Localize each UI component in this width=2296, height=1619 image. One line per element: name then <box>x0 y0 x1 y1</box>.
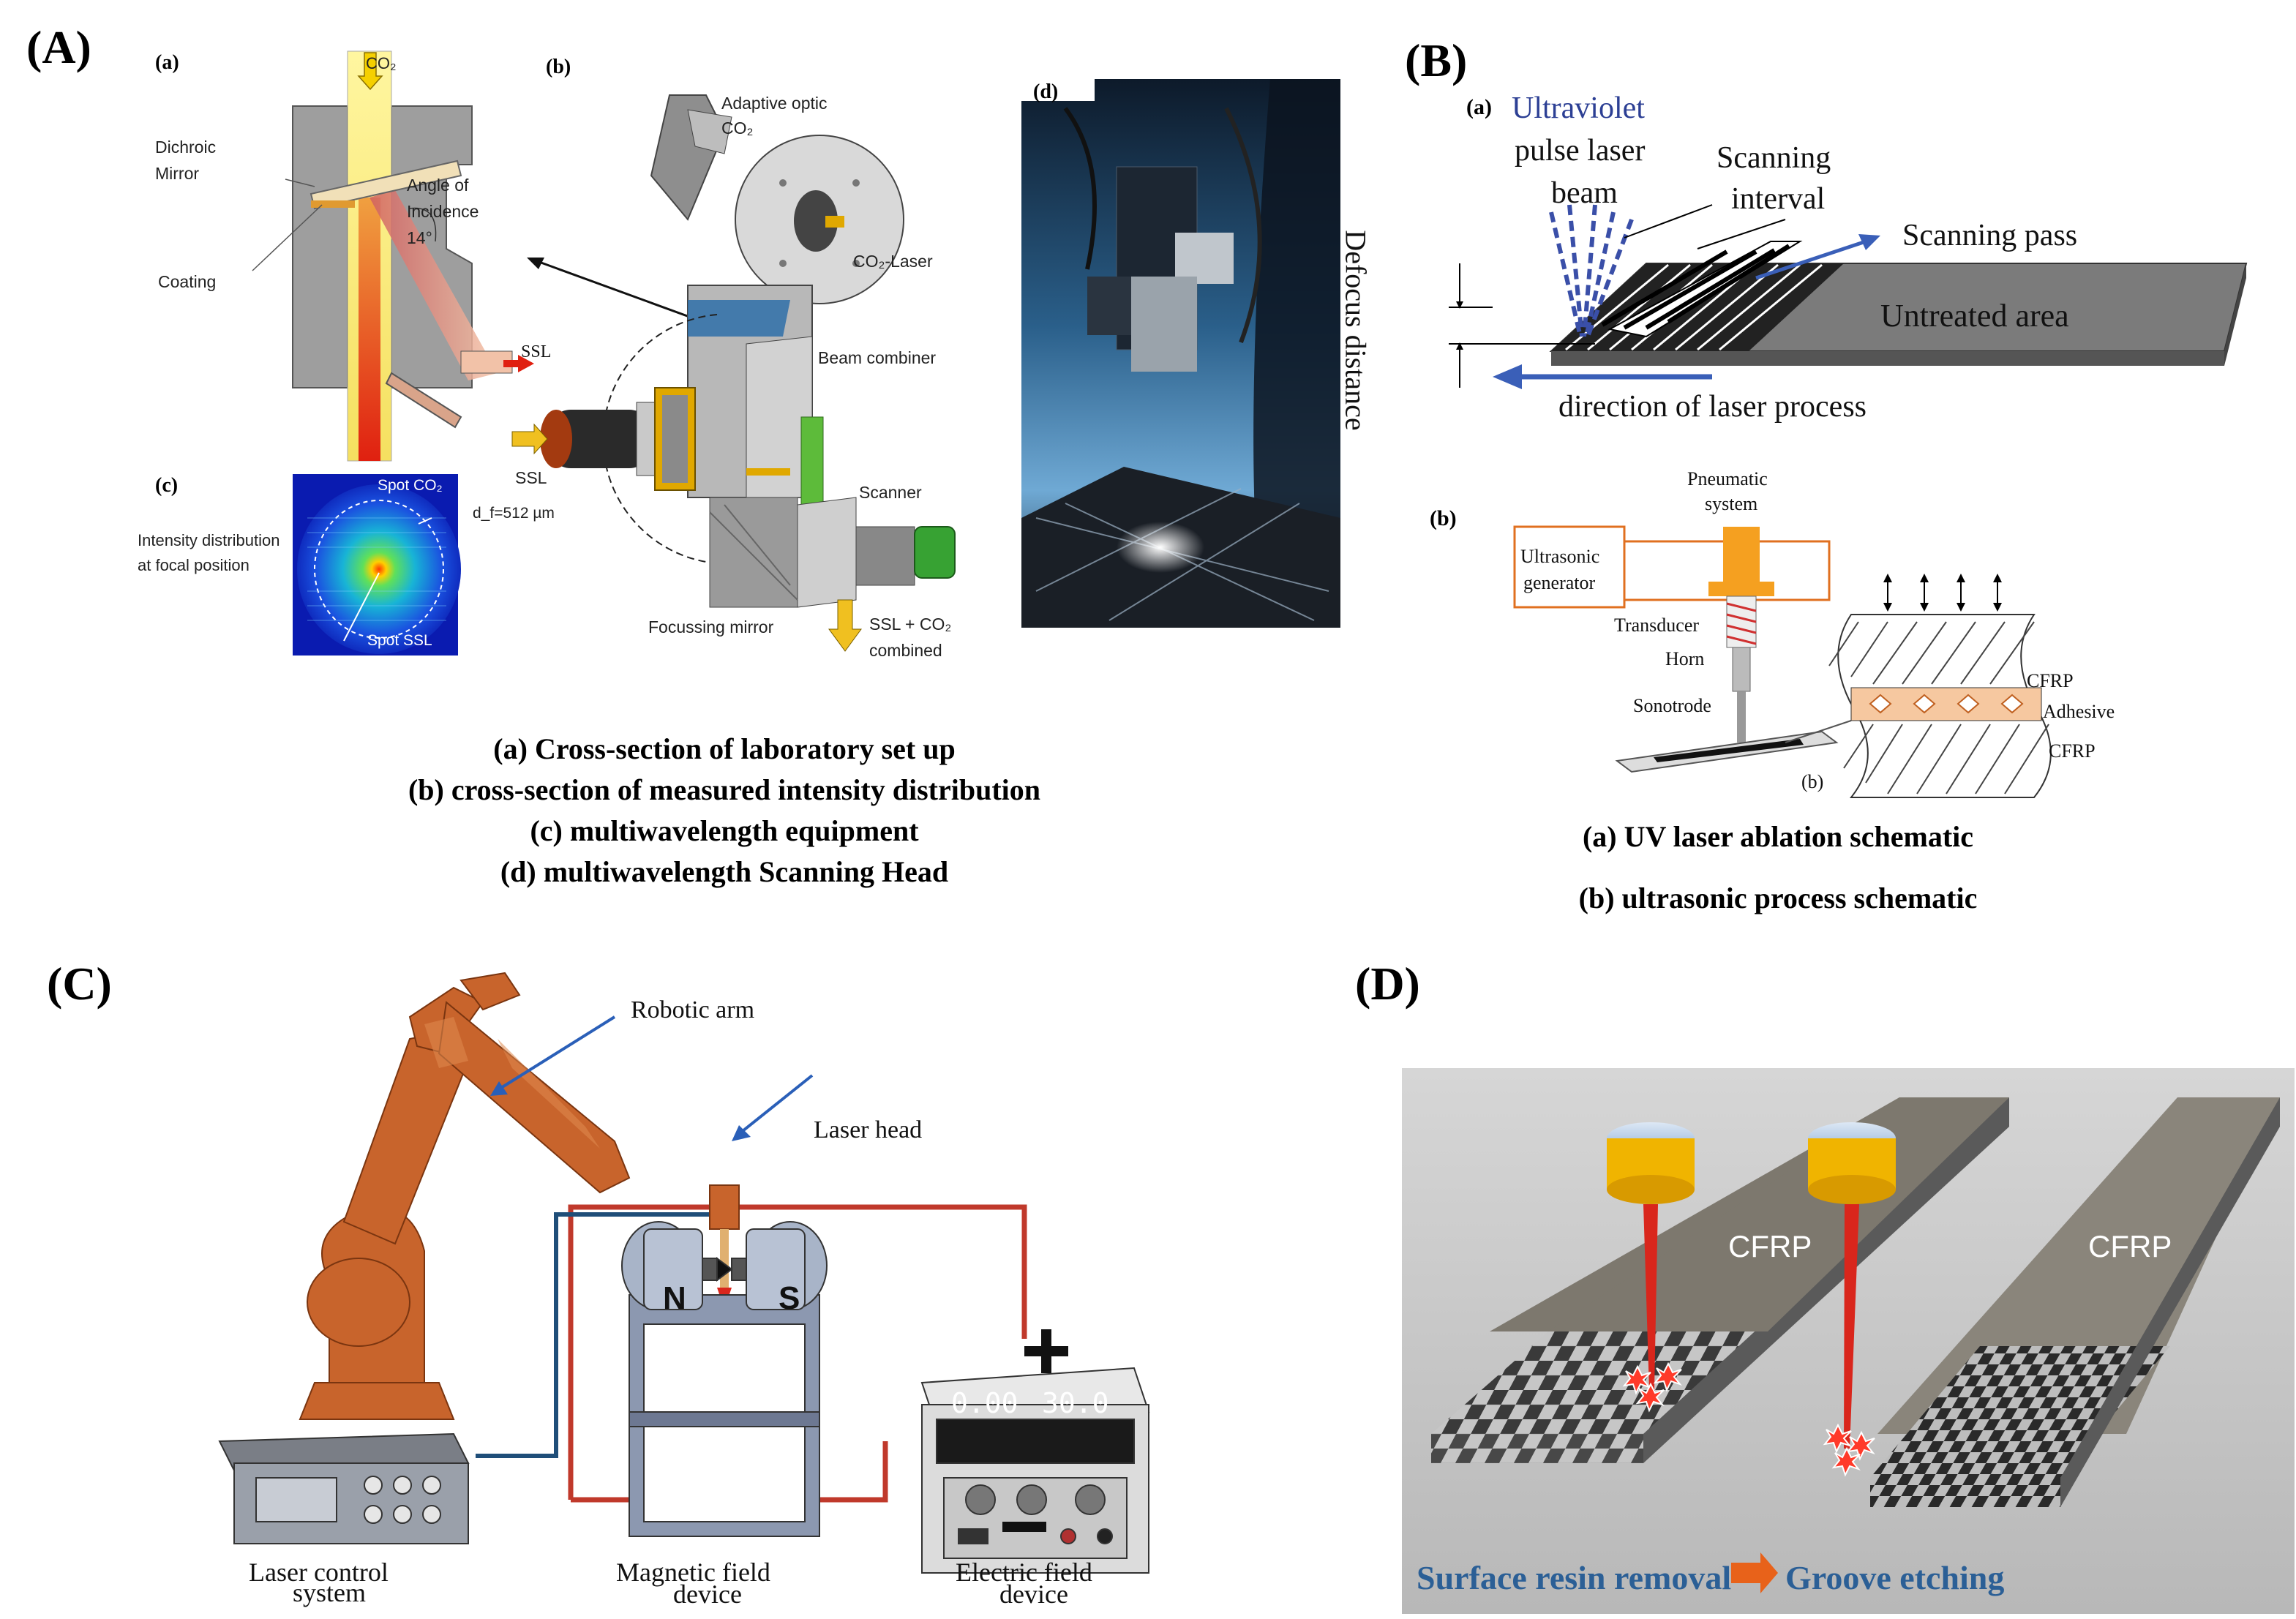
label-coating: Coating <box>158 272 217 291</box>
panel-letter-b: (B) <box>1405 34 1468 86</box>
label-adaptive-2: CO₂ <box>721 119 754 138</box>
label-angle-1: Angle of <box>407 176 469 195</box>
label-ssl-co2-1: SSL + CO₂ <box>869 615 952 634</box>
cfrp-laser-etching-render <box>1402 1068 2295 1614</box>
label-surface-resin: Surface resin removal <box>1417 1559 1732 1596</box>
label-robotic-arm: Robotic arm <box>631 996 755 1023</box>
readout-current: 0.00 <box>951 1387 1018 1419</box>
label-magnet-s: S <box>779 1280 800 1316</box>
label-laser-head: Laser head <box>814 1116 923 1143</box>
panel-b-sub-b: (b) <box>1430 506 1457 530</box>
label-adhesive: Adhesive <box>2043 701 2115 722</box>
label-magnetic-2: device <box>673 1579 742 1609</box>
label-angle-3: 14° <box>407 228 432 247</box>
label-cfrp-right: CFRP <box>2088 1229 2172 1263</box>
uv-ablation-schematic <box>1449 204 2248 389</box>
label-untreated: Untreated area <box>1880 298 2069 334</box>
label-magnetic-1: Magnetic field <box>616 1558 770 1587</box>
panel-a-sub-a: (a) <box>155 51 179 74</box>
label-transducer: Transducer <box>1614 615 1700 636</box>
label-cfrp-top: CFRP <box>2027 670 2074 691</box>
multiwavelength-equipment <box>511 94 956 652</box>
label-direction: direction of laser process <box>1558 390 1867 424</box>
readout-voltage: 30.0 <box>1042 1387 1109 1419</box>
panel-a-sub-d: (d) <box>1033 80 1059 103</box>
pointer-arrow <box>527 258 714 327</box>
label-defocus: Defocus distance <box>1339 230 1373 431</box>
label-dichroic-1: Dichroic <box>155 138 217 157</box>
label-pneumatic-1: Pneumatic <box>1687 468 1768 489</box>
label-ssl-co2-2: combined <box>869 641 942 660</box>
caption-a-1: (a) Cross-section of laboratory set up <box>493 732 956 765</box>
panel-a-sub-b: (b) <box>546 56 571 78</box>
caption-a-2: (b) cross-section of measured intensity … <box>408 773 1041 806</box>
label-co2-laser: CO₂-Laser <box>853 252 933 271</box>
label-scan-int-2: interval <box>1731 182 1826 216</box>
label-ultrasonic-1: Ultrasonic <box>1520 546 1600 567</box>
label-inner-b: (b) <box>1801 771 1824 792</box>
label-ssl-b: SSL <box>515 468 547 487</box>
label-scanning-pass: Scanning pass <box>1902 219 2078 252</box>
label-adaptive-1: Adaptive optic <box>721 94 828 113</box>
label-magnet-n: N <box>663 1280 686 1316</box>
label-laser-ctrl-2: system <box>293 1578 367 1607</box>
scanning-head-photo <box>1021 79 1340 628</box>
label-dichroic-2: Mirror <box>155 164 200 183</box>
label-intensity-1: Intensity distribution <box>138 531 280 549</box>
label-ssl-a: SSL <box>521 342 552 361</box>
label-beam-combiner: Beam combiner <box>818 348 937 367</box>
label-ultrasonic-2: generator <box>1523 572 1596 593</box>
label-electric-2: device <box>999 1579 1068 1609</box>
caption-a-4: (d) multiwavelength Scanning Head <box>500 855 949 888</box>
label-electric-1: Electric field <box>956 1558 1092 1587</box>
caption-b-1: (a) UV laser ablation schematic <box>1582 820 1974 853</box>
dichroic-mirror-diagram <box>252 50 534 462</box>
label-focusing-mirror: Focussing mirror <box>648 617 774 636</box>
label-pneumatic-2: system <box>1705 493 1758 514</box>
label-cfrp-bottom: CFRP <box>2049 740 2096 762</box>
label-spot-ssl: Spot SSL <box>367 632 432 649</box>
label-laser-ctrl-1: Laser control <box>249 1558 389 1587</box>
label-groove-etching: Groove etching <box>1785 1559 2005 1596</box>
label-df: d_f=512 µm <box>473 505 555 522</box>
label-cfrp-left: CFRP <box>1728 1229 1812 1263</box>
label-uv-3: beam <box>1551 176 1618 210</box>
ultrasonic-schematic <box>1513 525 2052 798</box>
panel-letter-a: (A) <box>26 21 91 73</box>
label-scan-int-1: Scanning <box>1717 141 1831 175</box>
caption-b-2: (b) ultrasonic process schematic <box>1578 882 1978 914</box>
panel-b-sub-a: (a) <box>1466 95 1492 119</box>
caption-a-3: (c) multiwavelength equipment <box>530 814 919 847</box>
label-horn: Horn <box>1665 648 1705 669</box>
label-uv-2: pulse laser <box>1515 134 1646 168</box>
label-uv-1: Ultraviolet <box>1512 91 1645 125</box>
label-sonotrode: Sonotrode <box>1633 695 1711 716</box>
label-spot-co2: Spot CO₂ <box>378 477 443 494</box>
label-angle-2: Incidence <box>407 202 479 221</box>
magnetic-electric-laser-system <box>218 972 1150 1574</box>
label-intensity-2: at focal position <box>138 556 250 574</box>
panel-a-sub-c: (c) <box>155 474 179 497</box>
label-scanner: Scanner <box>859 483 922 502</box>
label-co2-top: CO₂ <box>366 54 397 72</box>
intensity-distribution-image <box>293 474 461 656</box>
panel-letter-d: (D) <box>1355 958 1420 1010</box>
panel-letter-c: (C) <box>47 958 112 1010</box>
